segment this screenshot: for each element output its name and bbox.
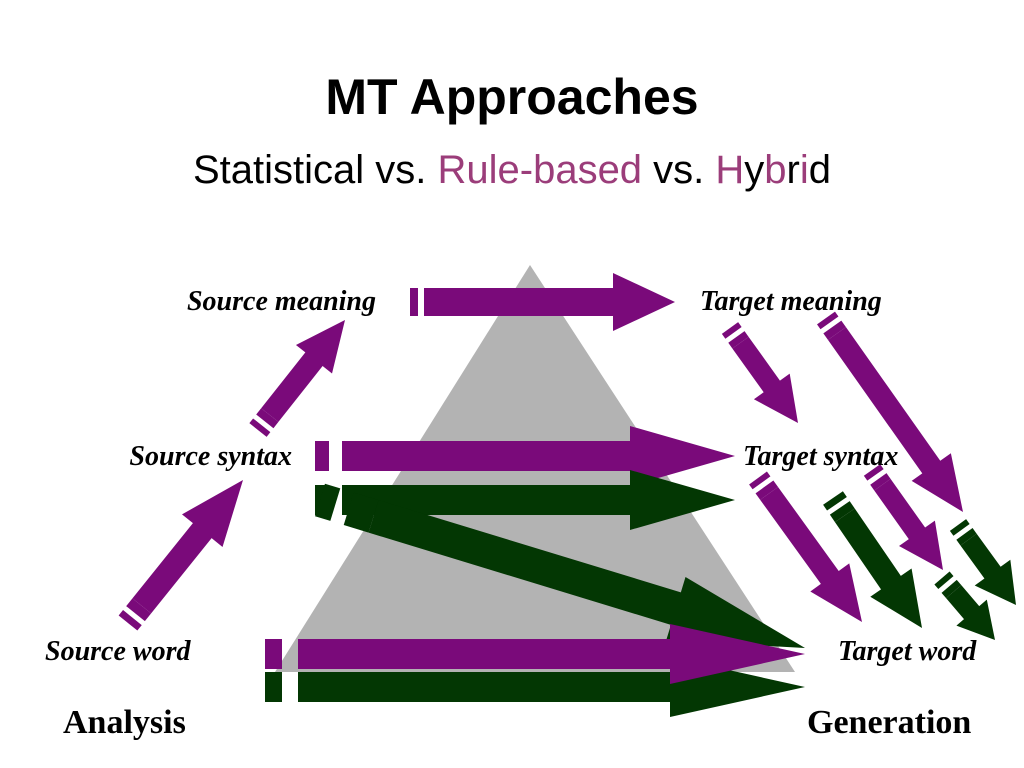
source-word-label: Source word <box>45 636 191 667</box>
subtitle-rule-based-text: Rule-based <box>437 148 643 192</box>
word-transfer-arrow-rule-body <box>332 624 805 684</box>
analysis-syntax-to-meaning-arrow-body <box>261 319 346 422</box>
meaning-transfer-arrow-dash-1 <box>410 288 418 316</box>
hybrid-letter-y: y <box>744 148 765 192</box>
meaning-transfer-arrow-dash-2 <box>424 288 442 316</box>
analysis-word-to-syntax-arrow <box>118 480 243 631</box>
generation-stat-arrow-3 <box>934 571 996 641</box>
generation-stat-arrow-2-dash-1 <box>949 519 970 536</box>
analysis-syntax-to-meaning-arrow-dash-1 <box>249 418 271 437</box>
generation-syntax-to-word-arrow-2-dash-1 <box>863 464 884 481</box>
syntax-transfer-arrow-stat-body <box>370 470 735 530</box>
generation-meaning-to-word-arrow-dash-2 <box>823 320 846 340</box>
generation-stat-arrow-1-body <box>834 508 922 628</box>
word-transfer-arrow-rule <box>265 624 805 684</box>
generation-stat-arrow-1-dash-2 <box>829 501 855 523</box>
meaning-transfer-arrow-body <box>442 273 675 331</box>
syntax-transfer-arrow-rule-dash-2 <box>342 441 370 471</box>
analysis-word-to-syntax-arrow-dash-1 <box>118 610 142 631</box>
syntax-transfer-arrow-rule-body <box>370 426 735 486</box>
generation-stat-arrow-3-dash-2 <box>941 579 962 599</box>
hybrid-letter-d: d <box>808 148 832 192</box>
hybrid-syntax-to-word-arrow <box>315 483 805 649</box>
generation-stat-arrow-2-body <box>960 533 1017 606</box>
hybrid-syntax-to-word-arrow-body <box>368 500 805 649</box>
hybrid-syntax-to-word-arrow-dash-1 <box>315 483 341 521</box>
generation-stat-arrow-1 <box>823 491 922 628</box>
hybrid-syntax-to-word-arrow-dash-2 <box>343 492 379 533</box>
generation-stat-arrow-3-dash-1 <box>934 571 954 590</box>
word-transfer-arrow-rule-dash-1 <box>265 639 282 669</box>
generation-stat-arrow-3-body <box>946 585 996 641</box>
generation-syntax-to-word-arrow-1-dash-2 <box>755 480 779 500</box>
word-transfer-arrow-stat-dash-1 <box>265 672 282 702</box>
slide-subtitle: Statistical vs. Rule-based vs. Hybrid <box>0 150 1024 190</box>
hybrid-letter-b: b <box>764 148 787 192</box>
subtitle-statistical-text: Statistical vs. <box>192 148 438 192</box>
hybrid-letter-h: H <box>715 148 745 192</box>
source-meaning-label: Source meaning <box>187 286 376 317</box>
analysis-syntax-to-meaning-arrow-dash-2 <box>256 408 279 429</box>
overlay-arrows-layer <box>265 624 805 684</box>
subtitle-vs-text: vs. <box>642 148 716 192</box>
generation-meaning-to-word-arrow <box>817 311 964 513</box>
generation-syntax-to-word-arrow-1 <box>749 471 863 623</box>
generation-syntax-to-word-arrow-2 <box>863 464 944 570</box>
analysis-word-to-syntax-arrow-dash-2 <box>126 598 152 622</box>
generation-syntax-to-word-arrow-1-dash-1 <box>749 471 771 490</box>
meaning-transfer-arrow <box>410 273 675 331</box>
analysis-label: Analysis <box>63 704 186 741</box>
generation-meaning-to-syntax-arrow-dash-2 <box>728 331 749 349</box>
word-transfer-arrow-rule-dash-2 <box>298 639 332 669</box>
generation-meaning-to-syntax-arrow-dash-1 <box>721 322 742 339</box>
target-meaning-label: Target meaning <box>700 286 882 317</box>
arrows-layer <box>118 273 1017 717</box>
generation-meaning-to-syntax-arrow-body <box>732 336 798 423</box>
generation-stat-arrow-2 <box>949 519 1017 606</box>
slide-title: MT Approaches <box>325 69 699 125</box>
target-word-label: Target word <box>838 636 977 667</box>
generation-meaning-to-syntax-arrow <box>721 322 798 423</box>
generation-stat-arrow-1-dash-1 <box>823 491 847 511</box>
generation-syntax-to-word-arrow-1-body <box>760 486 863 623</box>
generation-label: Generation <box>807 704 971 741</box>
generation-syntax-to-word-arrow-2-body <box>874 478 944 570</box>
analysis-syntax-to-meaning-arrow <box>249 319 346 437</box>
word-transfer-arrow-stat-dash-2 <box>298 672 332 702</box>
source-syntax-label: Source syntax <box>129 441 292 472</box>
hybrid-letter-i: i <box>799 148 809 192</box>
generation-meaning-to-word-arrow-dash-1 <box>817 311 839 330</box>
generation-stat-arrow-2-dash-2 <box>956 528 977 546</box>
generation-syntax-to-word-arrow-2-dash-2 <box>870 473 891 491</box>
syntax-transfer-arrow-rule <box>315 426 735 486</box>
syntax-transfer-arrow-rule-dash-1 <box>315 441 329 471</box>
target-syntax-label: Target syntax <box>743 441 898 472</box>
analysis-word-to-syntax-arrow-body <box>132 480 243 614</box>
hybrid-letter-r: r <box>786 148 800 192</box>
generation-meaning-to-word-arrow-body <box>827 327 964 513</box>
